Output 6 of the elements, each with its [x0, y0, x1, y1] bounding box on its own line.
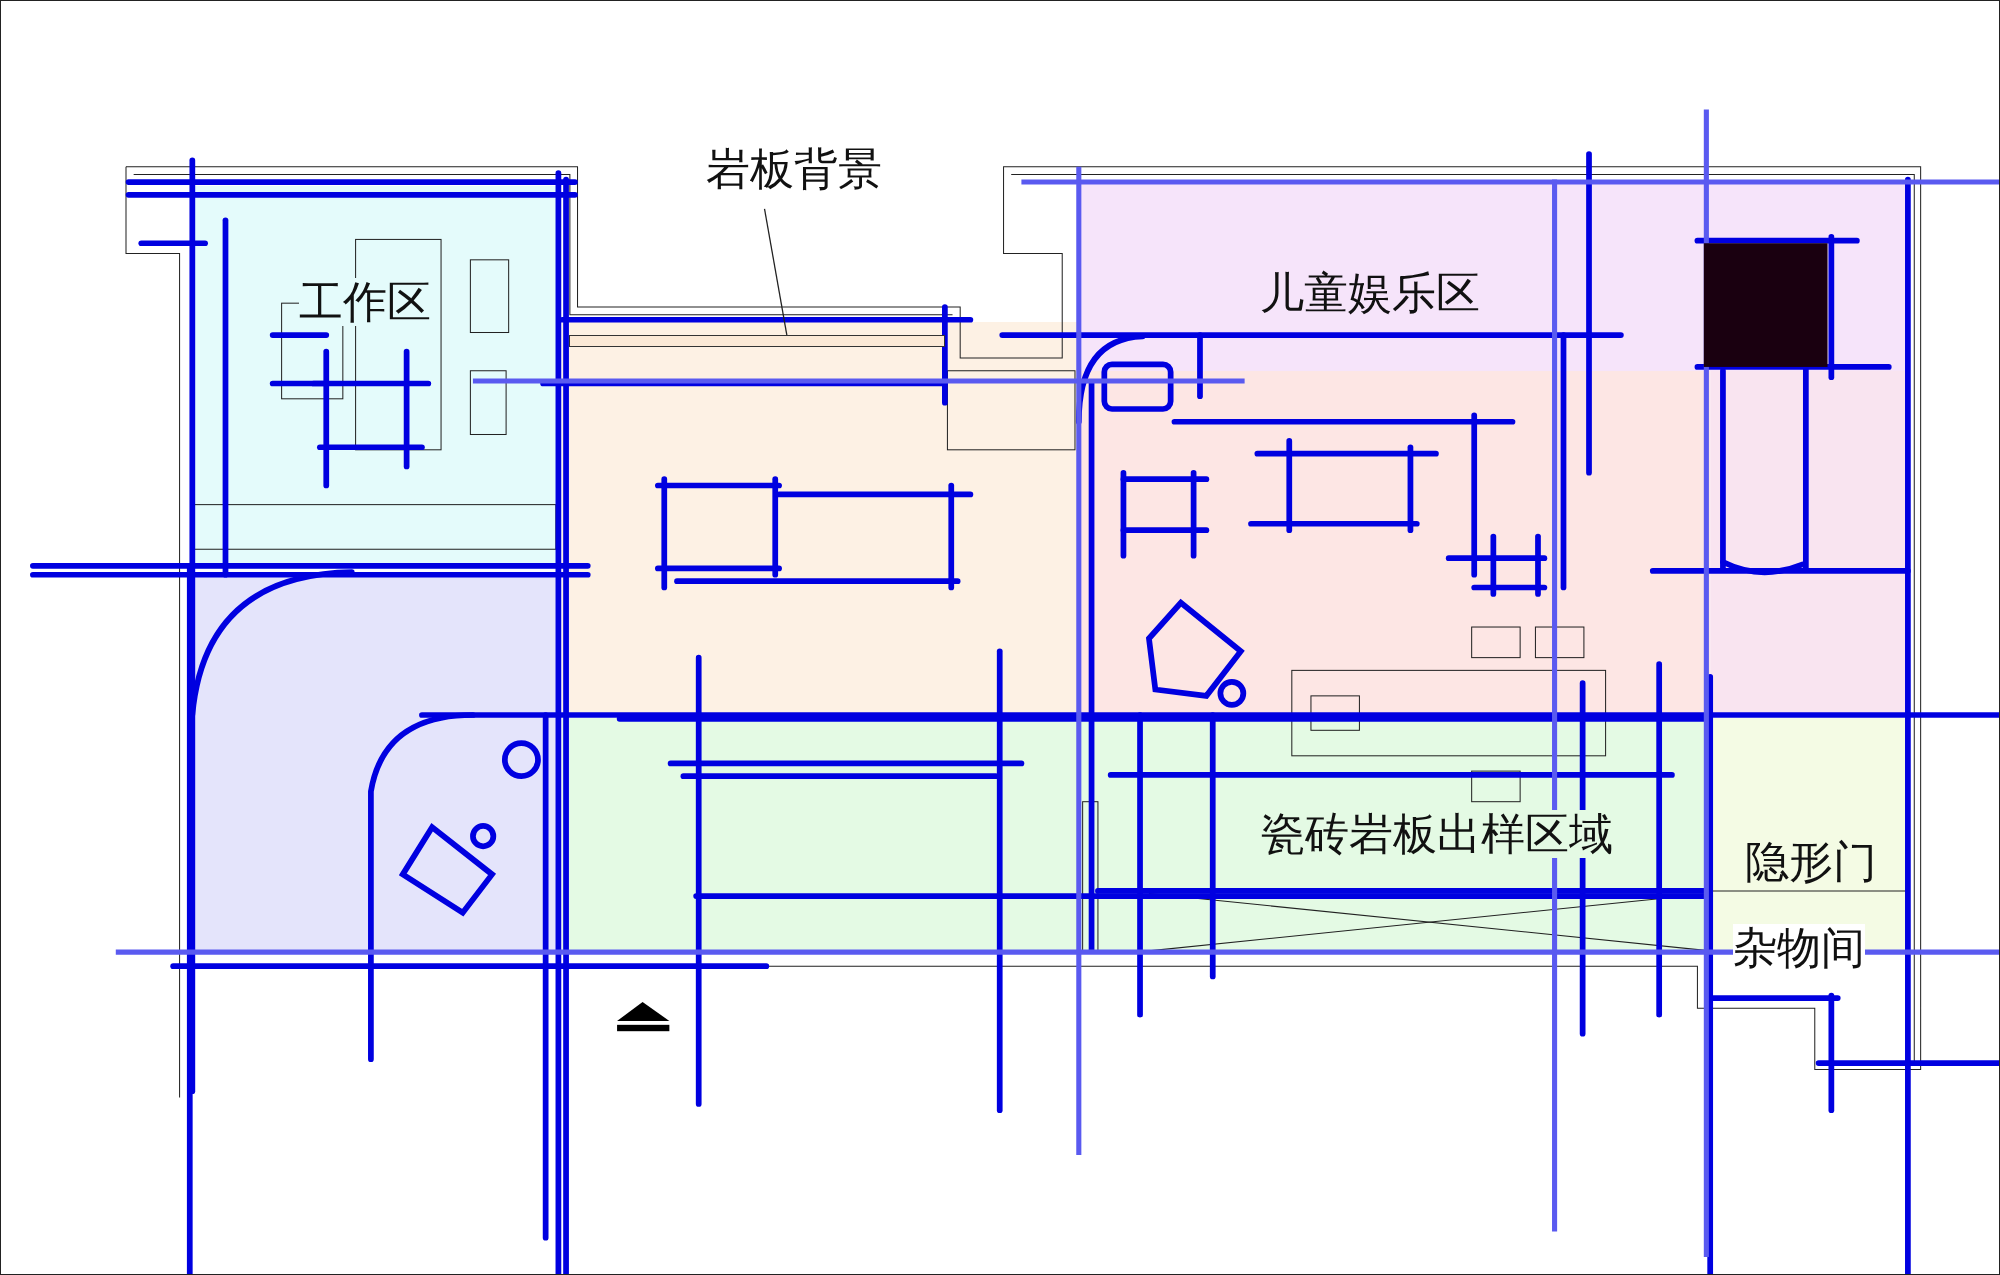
zone-label: 瓷砖岩板出样区域 [1261, 809, 1614, 859]
zone-label: 工作区 [299, 277, 432, 327]
zone-label: 儿童娱乐区 [1259, 268, 1480, 318]
area-label: 岩板背景 [706, 145, 883, 194]
leader-line [763, 208, 788, 336]
wall-panel [568, 335, 945, 347]
